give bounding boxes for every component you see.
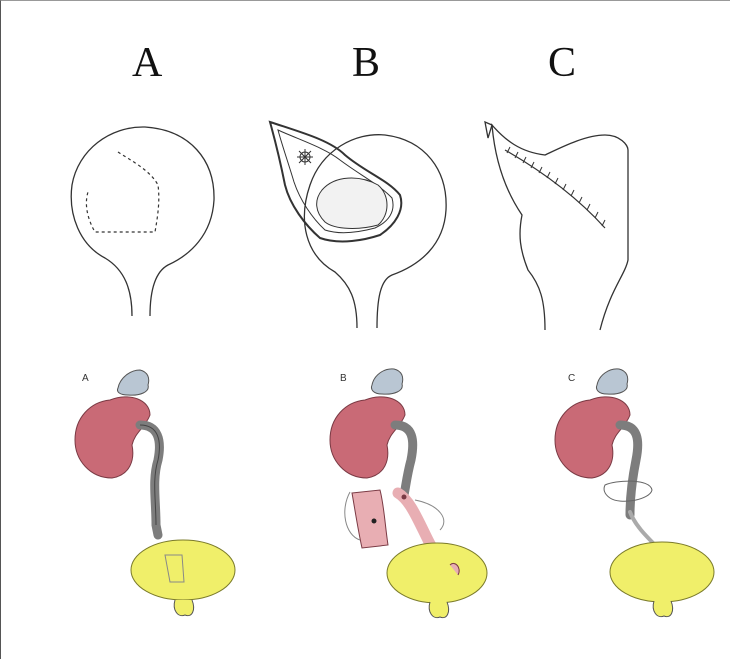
- adrenal-gland-a: [117, 370, 148, 395]
- anatomy-a: [75, 370, 235, 616]
- urethra-a: [174, 600, 193, 616]
- bladder-sketch-b: [270, 122, 446, 328]
- anatomy-b: [330, 369, 487, 618]
- flap-marker-icon: [297, 149, 313, 165]
- adrenal-gland-b: [371, 369, 402, 394]
- bladder-sketch-a: [71, 127, 214, 316]
- bladder-sketch-c: [485, 122, 628, 330]
- anatomy-c: [555, 369, 714, 617]
- urinary-bladder-b: [387, 543, 487, 603]
- kidney-b: [330, 397, 405, 478]
- urinary-bladder-c: [610, 542, 714, 602]
- urethra-b: [429, 602, 448, 618]
- ureter-a: [140, 425, 159, 535]
- kidney-a: [75, 397, 150, 478]
- ureter-b: [395, 425, 413, 495]
- urethra-c: [653, 601, 672, 617]
- kidney-c: [555, 397, 630, 478]
- adrenal-gland-c: [596, 369, 627, 394]
